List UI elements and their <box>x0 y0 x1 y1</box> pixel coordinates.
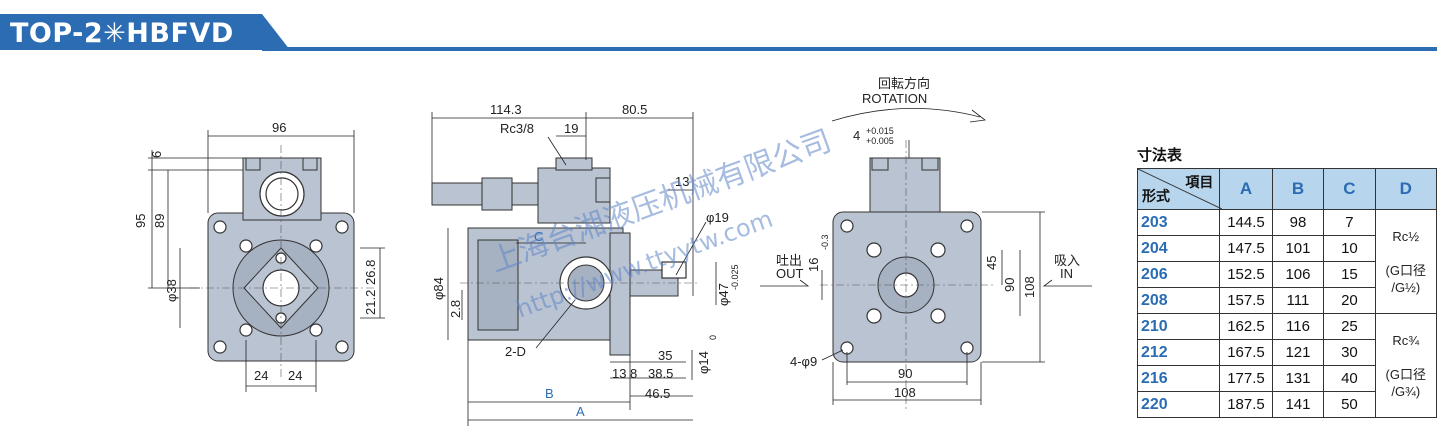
page-title: TOP-2✳HBFVD <box>10 18 234 49</box>
in-en: IN <box>1060 266 1073 281</box>
dim-dia19: φ19 <box>706 210 729 225</box>
rotation-arrow <box>831 108 981 122</box>
dim-35: 35 <box>658 348 672 363</box>
table-row: 210 162.5 116 25 Rc¾ (G口径 /G¾) <box>1136 313 1437 418</box>
in-arrow <box>1042 279 1092 287</box>
rotation-en: ROTATION <box>862 91 927 106</box>
out-jp: 吐出 <box>776 253 802 268</box>
dim-90v: 90 <box>1002 278 1017 292</box>
dim-108v: 108 <box>1022 276 1037 298</box>
dimension-table: 項目 形式 A B C D 203 144.5 98 7 Rc½ (G口径 /G… <box>1136 168 1437 418</box>
dim-38-5: 38.5 <box>648 366 673 381</box>
header-c: C <box>1323 168 1376 210</box>
header-d: D <box>1374 168 1437 210</box>
label-c: C <box>534 229 543 244</box>
dim-dia84: φ84 <box>431 277 446 300</box>
dim-24a: 24 <box>254 368 268 383</box>
svg-text:-0.3: -0.3 <box>820 234 830 250</box>
table-header-row: 項目 形式 A B C D <box>1136 168 1437 210</box>
svg-text:4: 4 <box>853 128 860 143</box>
table-row: 208 157.5 111 20 <box>1136 287 1437 314</box>
table-title: 寸法表 <box>1137 147 1183 164</box>
rotation-jp: 回転方向 <box>878 76 930 91</box>
dim-6: 6 <box>149 151 164 158</box>
dim-8: 8 <box>630 366 637 381</box>
dim-13-top: 13 <box>675 174 689 189</box>
dim-90h: 90 <box>898 366 912 381</box>
label-2-d: 2-D <box>505 344 526 359</box>
dim-80-5: 80.5 <box>622 102 647 117</box>
dim-dia47: φ47 <box>716 283 731 306</box>
header-a: A <box>1219 168 1273 210</box>
d-group-2: Rc¾ (G口径 /G¾) <box>1374 313 1437 418</box>
side-view: 114.3 80.5 Rc3/8 19 13 φ19 φ84 2.8 C 2-D… <box>431 102 740 426</box>
table-row: 220 187.5 141 50 <box>1136 391 1437 418</box>
label-4-holes: 4-φ9 <box>790 354 817 369</box>
label-b: B <box>545 386 554 401</box>
dim-dia14: φ14 <box>696 351 711 374</box>
title-rule <box>262 47 1437 51</box>
dim-21-2: 21.2 <box>363 290 378 315</box>
svg-text:+0.005: +0.005 <box>866 136 894 146</box>
dim-46-5: 46.5 <box>645 386 670 401</box>
dim-2-8: 2.8 <box>448 300 463 318</box>
rear-view: 回転方向 ROTATION 4 +0.015 +0.005 吐出 OUT 吸入 … <box>760 76 1092 410</box>
dim-108h: 108 <box>894 385 916 400</box>
dim-19: 19 <box>564 121 578 136</box>
dim-24b: 24 <box>288 368 302 383</box>
svg-text:-0.025: -0.025 <box>730 264 740 290</box>
dim-45: 45 <box>984 256 999 270</box>
technical-drawing: 96 6 95 89 φ38 26.8 21.2 24 24 <box>133 76 1092 426</box>
svg-text:0: 0 <box>708 335 718 340</box>
table-row: 212 167.5 121 30 <box>1136 339 1437 366</box>
dim-95: 95 <box>133 214 148 228</box>
label-a: A <box>576 404 585 419</box>
dim-16: 16 <box>806 258 821 272</box>
out-arrow <box>760 279 810 287</box>
title-bar: TOP-2✳HBFVD <box>0 0 1437 52</box>
d-group-1: Rc½ (G口径 /G½) <box>1374 209 1437 314</box>
dim-dia38: φ38 <box>164 279 179 302</box>
dim-96: 96 <box>272 120 286 135</box>
in-jp: 吸入 <box>1054 253 1080 268</box>
label-rc3-8: Rc3/8 <box>500 121 534 136</box>
table-row: 203 144.5 98 7 Rc½ (G口径 /G½) <box>1136 209 1437 314</box>
dim-26-8: 26.8 <box>363 260 378 285</box>
table-row: 204 147.5 101 10 <box>1136 235 1437 262</box>
out-en: OUT <box>776 266 804 281</box>
dim-13-bottom: 13 <box>612 366 626 381</box>
table-corner: 項目 形式 <box>1136 168 1222 210</box>
title-tab <box>0 14 290 50</box>
dim-89: 89 <box>152 214 167 228</box>
header-b: B <box>1271 168 1325 210</box>
dim-114-3: 114.3 <box>490 102 522 117</box>
front-view: 96 6 95 89 φ38 26.8 21.2 24 24 <box>133 120 385 392</box>
svg-text:+0.015: +0.015 <box>866 126 894 136</box>
